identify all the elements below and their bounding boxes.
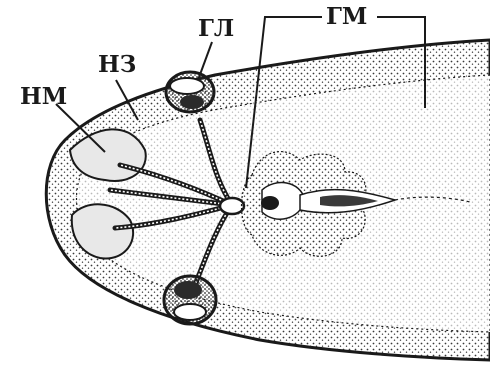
- leader-gl: [198, 42, 212, 80]
- eye-lower: [164, 276, 216, 324]
- label-nm: НМ: [20, 83, 67, 110]
- label-nz: НЗ: [98, 51, 136, 78]
- central-ganglion-icon: [220, 198, 244, 214]
- eye-cup-icon: [170, 78, 204, 94]
- eye-upper: [166, 72, 214, 112]
- label-gm: ГМ: [326, 3, 367, 30]
- eye-cup-icon: [174, 304, 206, 320]
- label-gl: ГЛ: [198, 15, 234, 42]
